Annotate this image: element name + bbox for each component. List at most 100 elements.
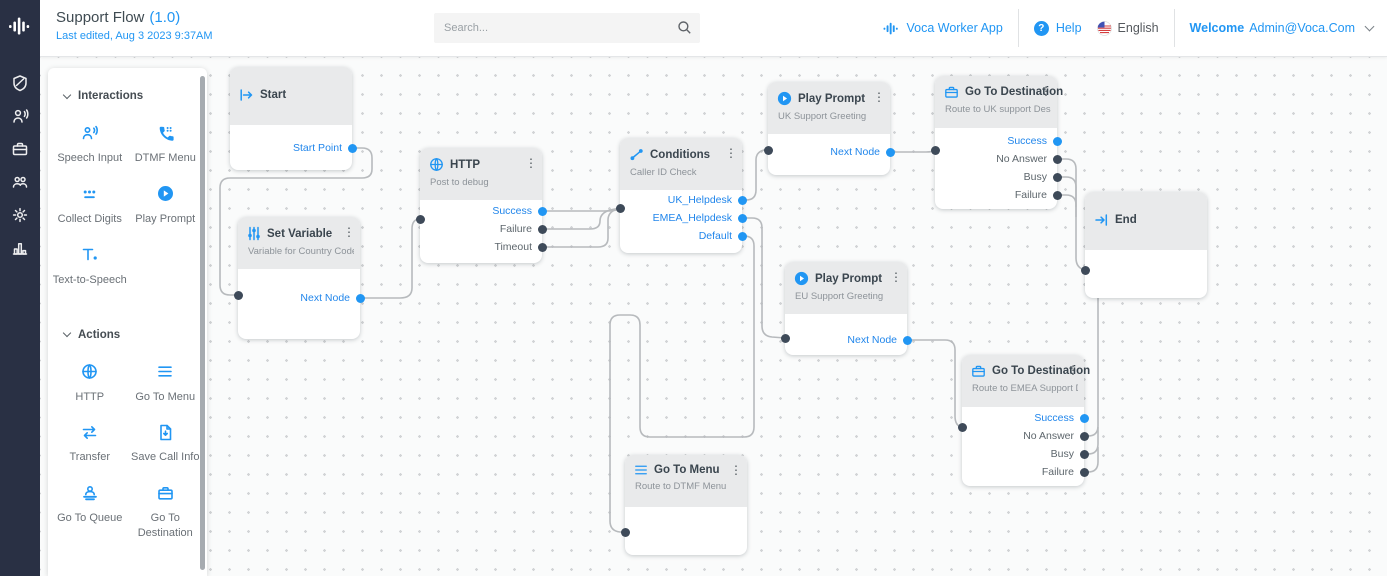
- node-set-variable[interactable]: Set Variable ⋮ Variable for Country Code…: [233, 217, 365, 339]
- palette-scrollbar[interactable]: [200, 76, 205, 570]
- node-start[interactable]: Start Start Point: [230, 67, 357, 170]
- left-rail: [0, 0, 40, 576]
- port-emea-helpdesk[interactable]: EMEA_Helpdesk: [652, 212, 732, 224]
- agents-icon[interactable]: [0, 99, 40, 132]
- port-no-answer[interactable]: No Answer: [996, 153, 1047, 165]
- output-port-dot[interactable]: [1052, 154, 1062, 164]
- output-port-dot[interactable]: [902, 335, 912, 345]
- output-port-dot[interactable]: [737, 231, 747, 241]
- output-port-dot[interactable]: [737, 213, 747, 223]
- workers-briefcase-icon[interactable]: [0, 132, 40, 165]
- output-port-dot[interactable]: [885, 147, 895, 157]
- section-actions[interactable]: Actions: [62, 329, 207, 341]
- input-port-dot[interactable]: [763, 145, 773, 155]
- output-port-dot[interactable]: [537, 206, 547, 216]
- speech-input-icon: [52, 122, 128, 144]
- divider: [1173, 9, 1175, 47]
- palette-item-play-prompt[interactable]: Play Prompt: [128, 183, 204, 227]
- input-port-dot[interactable]: [930, 145, 940, 155]
- voca-worker-app-link[interactable]: Voca Worker App: [883, 21, 1003, 36]
- flow-canvas[interactable]: Interactions Speech Input DTMF Menu Coll…: [40, 57, 1387, 576]
- search-box: [434, 13, 700, 43]
- conditions-icon: [629, 147, 644, 162]
- node-goto-destination-uk[interactable]: Go To Destination ⋮ Route to UK support …: [930, 76, 1063, 209]
- port-busy[interactable]: Busy: [1050, 448, 1074, 460]
- language-selector[interactable]: English: [1096, 20, 1159, 36]
- port-success[interactable]: Success: [1034, 412, 1074, 424]
- palette-item-goto-menu[interactable]: Go To Menu: [128, 361, 204, 405]
- port-busy[interactable]: Busy: [1023, 171, 1047, 183]
- output-port-dot[interactable]: [1052, 190, 1062, 200]
- node-conditions[interactable]: Conditions ⋮ Caller ID Check UK_Helpdesk…: [615, 138, 747, 253]
- input-port-dot[interactable]: [1080, 265, 1090, 275]
- port-uk-helpdesk[interactable]: UK_Helpdesk: [667, 194, 732, 206]
- port-failure[interactable]: Failure: [1041, 466, 1074, 478]
- output-port-dot[interactable]: [537, 224, 547, 234]
- output-port-dot[interactable]: [347, 143, 357, 153]
- output-port-dot[interactable]: [1052, 172, 1062, 182]
- input-port-dot[interactable]: [780, 333, 790, 343]
- palette-item-dtmf-menu[interactable]: DTMF Menu: [128, 122, 204, 166]
- port-default[interactable]: Default: [698, 230, 732, 242]
- output-port-dot[interactable]: [1079, 431, 1089, 441]
- input-port-dot[interactable]: [615, 203, 625, 213]
- output-port-dot[interactable]: [737, 195, 747, 205]
- palette-item-text-to-speech[interactable]: Text-to-Speech: [52, 244, 128, 288]
- node-menu-icon[interactable]: ⋮: [725, 146, 737, 160]
- node-menu-icon[interactable]: ⋮: [730, 463, 742, 477]
- analytics-chart-icon[interactable]: [0, 231, 40, 264]
- input-port-dot[interactable]: [957, 422, 967, 432]
- quality-shield-icon[interactable]: [0, 66, 40, 99]
- node-play-prompt-uk[interactable]: Play Prompt ⋮ UK Support Greeting Next N…: [763, 82, 895, 175]
- port-failure[interactable]: Failure: [1014, 189, 1047, 201]
- section-interactions[interactable]: Interactions: [62, 90, 207, 102]
- palette-item-http[interactable]: HTTP: [52, 361, 128, 405]
- palette-item-save-call-info[interactable]: Save Call Info: [128, 421, 204, 465]
- output-port-dot[interactable]: [1079, 413, 1089, 423]
- node-menu-icon[interactable]: ⋮: [890, 270, 902, 284]
- output-port-dot[interactable]: [1079, 449, 1089, 459]
- help-link[interactable]: ?Help: [1033, 20, 1082, 36]
- output-port-dot[interactable]: [1079, 467, 1089, 477]
- node-goto-menu[interactable]: Go To Menu ⋮ Route to DTMF Menu: [620, 455, 747, 555]
- node-play-prompt-eu[interactable]: Play Prompt ⋮ EU Support Greeting Next N…: [780, 262, 912, 355]
- output-port-dot[interactable]: [355, 293, 365, 303]
- contacts-group-icon[interactable]: [0, 165, 40, 198]
- palette-item-collect-digits[interactable]: Collect Digits: [52, 183, 128, 227]
- play-prompt-icon: [128, 183, 204, 205]
- node-menu-icon[interactable]: ⋮: [1067, 363, 1079, 377]
- search-input[interactable]: [434, 13, 700, 43]
- port-success[interactable]: Success: [1007, 135, 1047, 147]
- node-goto-destination-emea[interactable]: Go To Destination ⋮ Route to EMEA Suppor…: [957, 355, 1090, 486]
- node-end[interactable]: End: [1080, 192, 1207, 298]
- port-start-point[interactable]: Start Point: [292, 142, 342, 154]
- output-port-dot[interactable]: [1052, 136, 1062, 146]
- node-menu-icon[interactable]: ⋮: [343, 225, 355, 239]
- node-menu-icon[interactable]: ⋮: [525, 156, 537, 170]
- port-next-node[interactable]: Next Node: [847, 334, 897, 346]
- output-port-dot[interactable]: [537, 242, 547, 252]
- port-no-answer[interactable]: No Answer: [1023, 430, 1074, 442]
- palette-item-speech-input[interactable]: Speech Input: [52, 122, 128, 166]
- settings-gear-icon[interactable]: [0, 198, 40, 231]
- port-timeout[interactable]: Timeout: [494, 241, 532, 253]
- node-menu-icon[interactable]: ⋮: [1040, 84, 1052, 98]
- palette-item-transfer[interactable]: Transfer: [52, 421, 128, 465]
- search-icon[interactable]: [677, 20, 692, 40]
- divider: [1017, 9, 1019, 47]
- input-port-dot[interactable]: [415, 214, 425, 224]
- input-port-dot[interactable]: [233, 290, 243, 300]
- input-port-dot[interactable]: [620, 527, 630, 537]
- port-next-node[interactable]: Next Node: [830, 146, 880, 158]
- palette-item-goto-queue[interactable]: Go To Queue: [52, 482, 128, 541]
- port-failure[interactable]: Failure: [499, 223, 532, 235]
- node-http[interactable]: HTTP ⋮ Post to debug Success Failure Tim…: [415, 148, 547, 263]
- us-flag-icon: [1096, 20, 1112, 36]
- node-menu-icon[interactable]: ⋮: [873, 90, 885, 104]
- goto-menu-icon: [634, 464, 648, 476]
- port-success[interactable]: Success: [492, 205, 532, 217]
- voca-logo-icon[interactable]: [0, 0, 40, 52]
- palette-item-goto-destination[interactable]: Go To Destination: [128, 482, 204, 541]
- port-next-node[interactable]: Next Node: [300, 292, 350, 304]
